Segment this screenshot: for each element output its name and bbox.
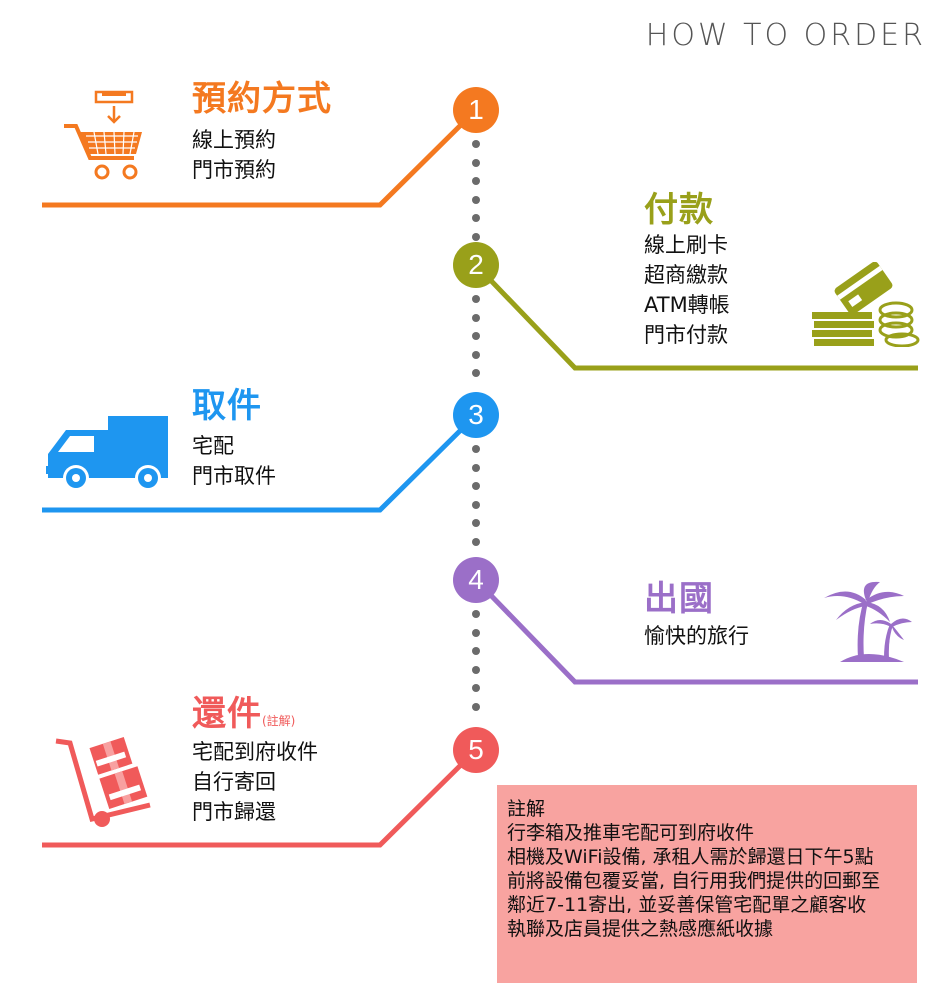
step-4-line-text: 愉快的旅行	[644, 624, 749, 648]
step-2-lines: 線上刷卡 超商繳款 ATM轉帳 門市付款	[644, 230, 730, 350]
timeline-dot	[472, 314, 480, 322]
timeline-dot	[472, 703, 480, 711]
step-1-title: 預約方式	[192, 79, 332, 119]
palm-tree-icon	[824, 581, 912, 662]
step-5-title-note: (註解)	[262, 714, 296, 728]
step-5-line-text: 門市歸還	[192, 800, 276, 824]
step-5-number: 5	[453, 727, 499, 773]
note-line: 行李箱及推車宅配可到府收件	[507, 822, 755, 844]
step-1-line	[42, 108, 478, 208]
timeline-dot	[472, 666, 480, 674]
timeline-dot	[472, 196, 480, 204]
timeline-dot	[472, 295, 480, 303]
step-3-number: 3	[453, 392, 499, 438]
timeline-dot	[472, 464, 480, 472]
timeline-dot	[472, 501, 480, 509]
timeline-dot	[472, 647, 480, 655]
step-2-number: 2	[453, 242, 499, 288]
step-1-line-text: 門市預約	[192, 158, 276, 182]
timeline-dot	[472, 445, 480, 453]
step-5-line-text: 宅配到府收件	[192, 740, 318, 764]
note-line: 前將設備包覆妥當, 自行用我們提供的回郵至	[507, 870, 881, 892]
money-credit-card-icon	[812, 262, 920, 347]
step-4-line	[474, 578, 918, 685]
note-heading: 註解	[507, 798, 546, 820]
step-5-lines: 宅配到府收件 自行寄回 門市歸還	[192, 737, 318, 827]
timeline-dot	[472, 332, 480, 340]
timeline-dot	[472, 159, 480, 167]
step-5-line	[42, 748, 478, 848]
delivery-truck-icon	[46, 416, 168, 491]
step-5-title: 還件(註解)	[192, 697, 295, 731]
timeline-dot	[472, 629, 480, 637]
note-box: 註解 行李箱及推車宅配可到府收件 相機及WiFi設備, 承租人需於歸還日下午5點…	[497, 785, 917, 983]
timeline-dot	[472, 140, 480, 148]
step-4-title: 出國	[644, 579, 714, 619]
step-3-line	[42, 413, 478, 513]
step-1-lines: 線上預約 門市預約	[192, 125, 276, 185]
note-line: 執聯及店員提供之熱感應紙收據	[507, 918, 774, 940]
timeline-dot	[472, 482, 480, 490]
timeline-dot	[472, 610, 480, 618]
step-2-line-text: 超商繳款	[644, 263, 728, 287]
step-5-line-text: 自行寄回	[192, 770, 276, 794]
step-3-line-text: 門市取件	[192, 464, 276, 488]
shopping-cart-icon	[64, 90, 142, 180]
step-3-title: 取件	[192, 386, 262, 426]
step-2-line	[474, 263, 918, 371]
timeline-dot	[472, 369, 480, 377]
timeline-dot	[472, 351, 480, 359]
hand-truck-boxes-icon	[55, 737, 151, 827]
step-1-line-text: 線上預約	[192, 128, 276, 152]
note-line: 相機及WiFi設備, 承租人需於歸還日下午5點	[507, 846, 874, 868]
timeline-dot	[472, 214, 480, 222]
timeline-dot	[472, 177, 480, 185]
note-line: 鄰近7-11寄出, 並妥善保管宅配單之顧客收	[507, 894, 867, 916]
step-3-line-text: 宅配	[192, 434, 234, 458]
step-1-number: 1	[453, 87, 499, 133]
step-4-lines: 愉快的旅行	[644, 621, 749, 651]
step-2-line-text: ATM轉帳	[644, 293, 730, 317]
timeline-dot	[472, 519, 480, 527]
step-2-line-text: 線上刷卡	[644, 233, 728, 257]
step-2-line-text: 門市付款	[644, 323, 728, 347]
page-title: HOW TO ORDER	[645, 18, 926, 53]
timeline-dot	[472, 233, 480, 241]
step-2-title: 付款	[644, 190, 714, 230]
timeline-dot	[472, 538, 480, 546]
step-5-title-text: 還件	[192, 694, 262, 734]
timeline-dot	[472, 684, 480, 692]
step-4-number: 4	[453, 557, 499, 603]
step-3-lines: 宅配 門市取件	[192, 431, 276, 491]
